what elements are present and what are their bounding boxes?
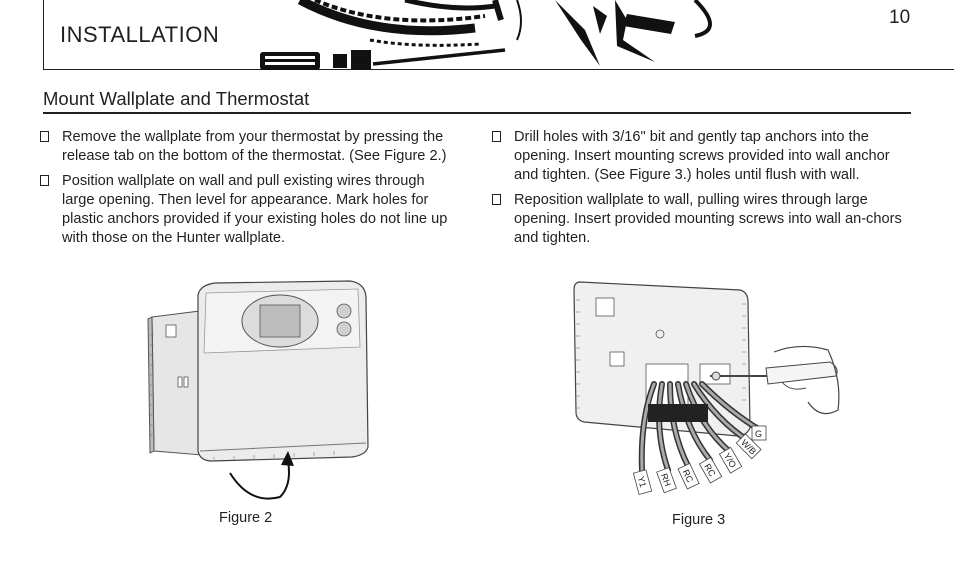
wire-label-rh: RH: [659, 472, 673, 488]
figure-2-thermostat-illustration: [147, 280, 369, 500]
figure-3-wallplate-illustration: G W/B Y/O RC RC RH Y1: [573, 281, 840, 495]
figure-3-caption: Figure 3: [672, 512, 726, 528]
page-header-title: INSTALLATION: [60, 22, 220, 47]
wire-label-g: G: [755, 429, 762, 439]
header-frame: [43, 0, 954, 70]
bullet-box-icon: [492, 194, 501, 205]
bullet-box-icon: [40, 131, 49, 142]
right-column: Drill holes with 3/16" bit and gently ta…: [492, 128, 910, 254]
list-item: Remove the wallplate from your thermosta…: [40, 128, 460, 166]
page-number: 10: [889, 7, 911, 28]
left-column: Remove the wallplate from your thermosta…: [40, 128, 460, 254]
list-item: Reposition wallplate to wall, pulling wi…: [492, 191, 910, 248]
section-divider: [43, 112, 911, 114]
section-title: Mount Wallplate and Thermostat: [43, 88, 310, 109]
wire-label-y1: Y1: [636, 475, 649, 488]
list-item-text: Remove the wallplate from your thermosta…: [62, 129, 447, 164]
figure-2-caption: Figure 2: [219, 510, 273, 526]
list-item: Position wallplate on wall and pull exis…: [40, 172, 460, 248]
list-item-text: Drill holes with 3/16" bit and gently ta…: [514, 129, 890, 183]
tools-illustration: [260, 0, 712, 70]
bullet-box-icon: [40, 175, 49, 186]
list-item-text: Position wallplate on wall and pull exis…: [62, 173, 448, 246]
list-item: Drill holes with 3/16" bit and gently ta…: [492, 128, 910, 185]
list-item-text: Reposition wallplate to wall, pulling wi…: [514, 192, 902, 246]
bullet-box-icon: [492, 131, 501, 142]
